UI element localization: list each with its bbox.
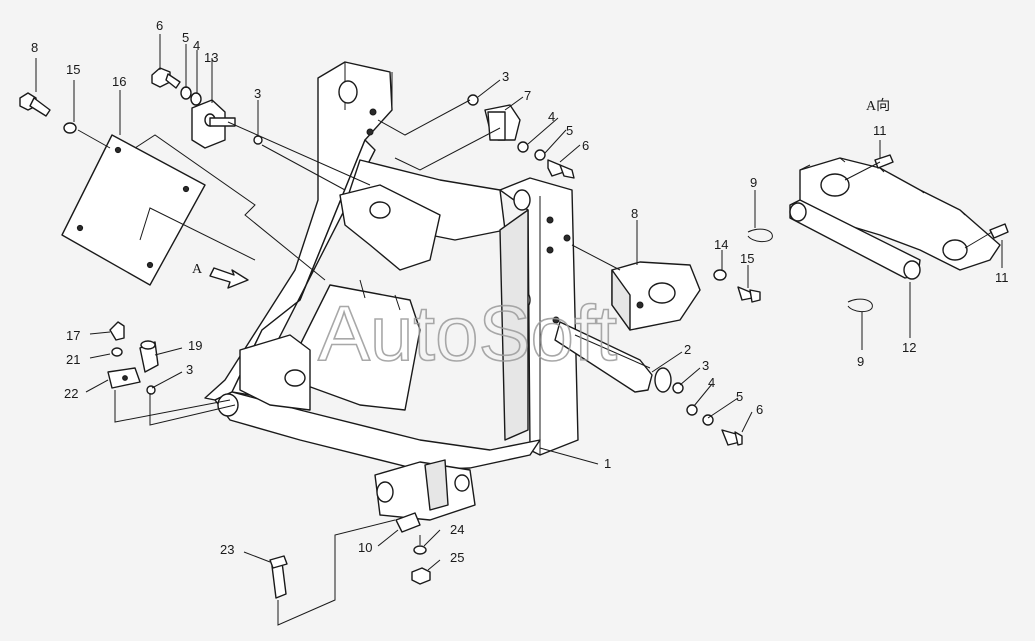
callout-label: 5 xyxy=(182,30,189,45)
callout-label: 17 xyxy=(66,328,80,343)
callout-label: 8 xyxy=(631,206,638,221)
callout-label: 23 xyxy=(220,542,234,557)
callout-label: 7 xyxy=(524,88,531,103)
nut-25 xyxy=(411,567,431,585)
washer-14 xyxy=(713,269,727,281)
callout-label: 15 xyxy=(740,251,754,266)
view-a-title: A向 xyxy=(866,98,890,114)
callout-label: 6 xyxy=(756,402,763,417)
plate-16 xyxy=(61,134,206,286)
callout-labels: 8 15 16 6 5 4 13 3 3 7 4 5 6 8 14 15 9 1… xyxy=(31,18,1009,565)
bolt-15 xyxy=(737,286,761,303)
callout-label: 15 xyxy=(66,62,80,77)
callout-label: 5 xyxy=(566,123,573,138)
callout-label: 12 xyxy=(902,340,916,355)
bolt-8-left xyxy=(19,92,51,117)
callout-label: 14 xyxy=(714,237,728,252)
callout-label: 2 xyxy=(684,342,691,357)
callout-label: 21 xyxy=(66,352,80,367)
lower-left-cluster xyxy=(107,321,159,395)
leader-lines xyxy=(35,34,1003,626)
bracket-8 xyxy=(611,261,701,331)
callout-label: 9 xyxy=(857,354,864,369)
callout-label: 4 xyxy=(708,375,715,390)
callout-label: 3 xyxy=(186,362,193,377)
view-a-arrow-label: A xyxy=(192,262,203,277)
callout-label: 16 xyxy=(112,74,126,89)
washer-17 xyxy=(63,122,77,134)
callout-label: 13 xyxy=(204,50,218,65)
cotter-pin-9-upper xyxy=(747,228,773,243)
cotter-pin-9-lower xyxy=(847,298,873,313)
callout-label: 8 xyxy=(31,40,38,55)
callout-label: 3 xyxy=(702,358,709,373)
callout-label: 1 xyxy=(604,456,611,471)
watermark: AutoSoft xyxy=(318,289,618,377)
callout-label: 3 xyxy=(254,86,261,101)
callout-label: 3 xyxy=(502,69,509,84)
callout-label: 4 xyxy=(193,38,200,53)
callout-label: 19 xyxy=(188,338,202,353)
upper-fastener-cluster xyxy=(151,67,263,149)
washer-24 xyxy=(413,545,427,555)
pad-10 xyxy=(395,512,421,533)
callout-label: 10 xyxy=(358,540,372,555)
callout-label: 24 xyxy=(450,522,464,537)
callout-label: 6 xyxy=(582,138,589,153)
callout-label: 5 xyxy=(736,389,743,404)
main-frame xyxy=(204,61,579,521)
bolt-23 xyxy=(269,555,288,599)
callout-label: 11 xyxy=(995,270,1009,285)
callout-label: 11 xyxy=(873,123,887,138)
pin-2-cluster xyxy=(554,321,743,446)
callout-label: 9 xyxy=(750,175,757,190)
view-a-arrow-icon xyxy=(209,267,249,289)
callout-label: 4 xyxy=(548,109,555,124)
view-a-assembly xyxy=(789,154,1009,280)
callout-label: 22 xyxy=(64,386,78,401)
callout-label: 6 xyxy=(156,18,163,33)
callout-label: 25 xyxy=(450,550,464,565)
